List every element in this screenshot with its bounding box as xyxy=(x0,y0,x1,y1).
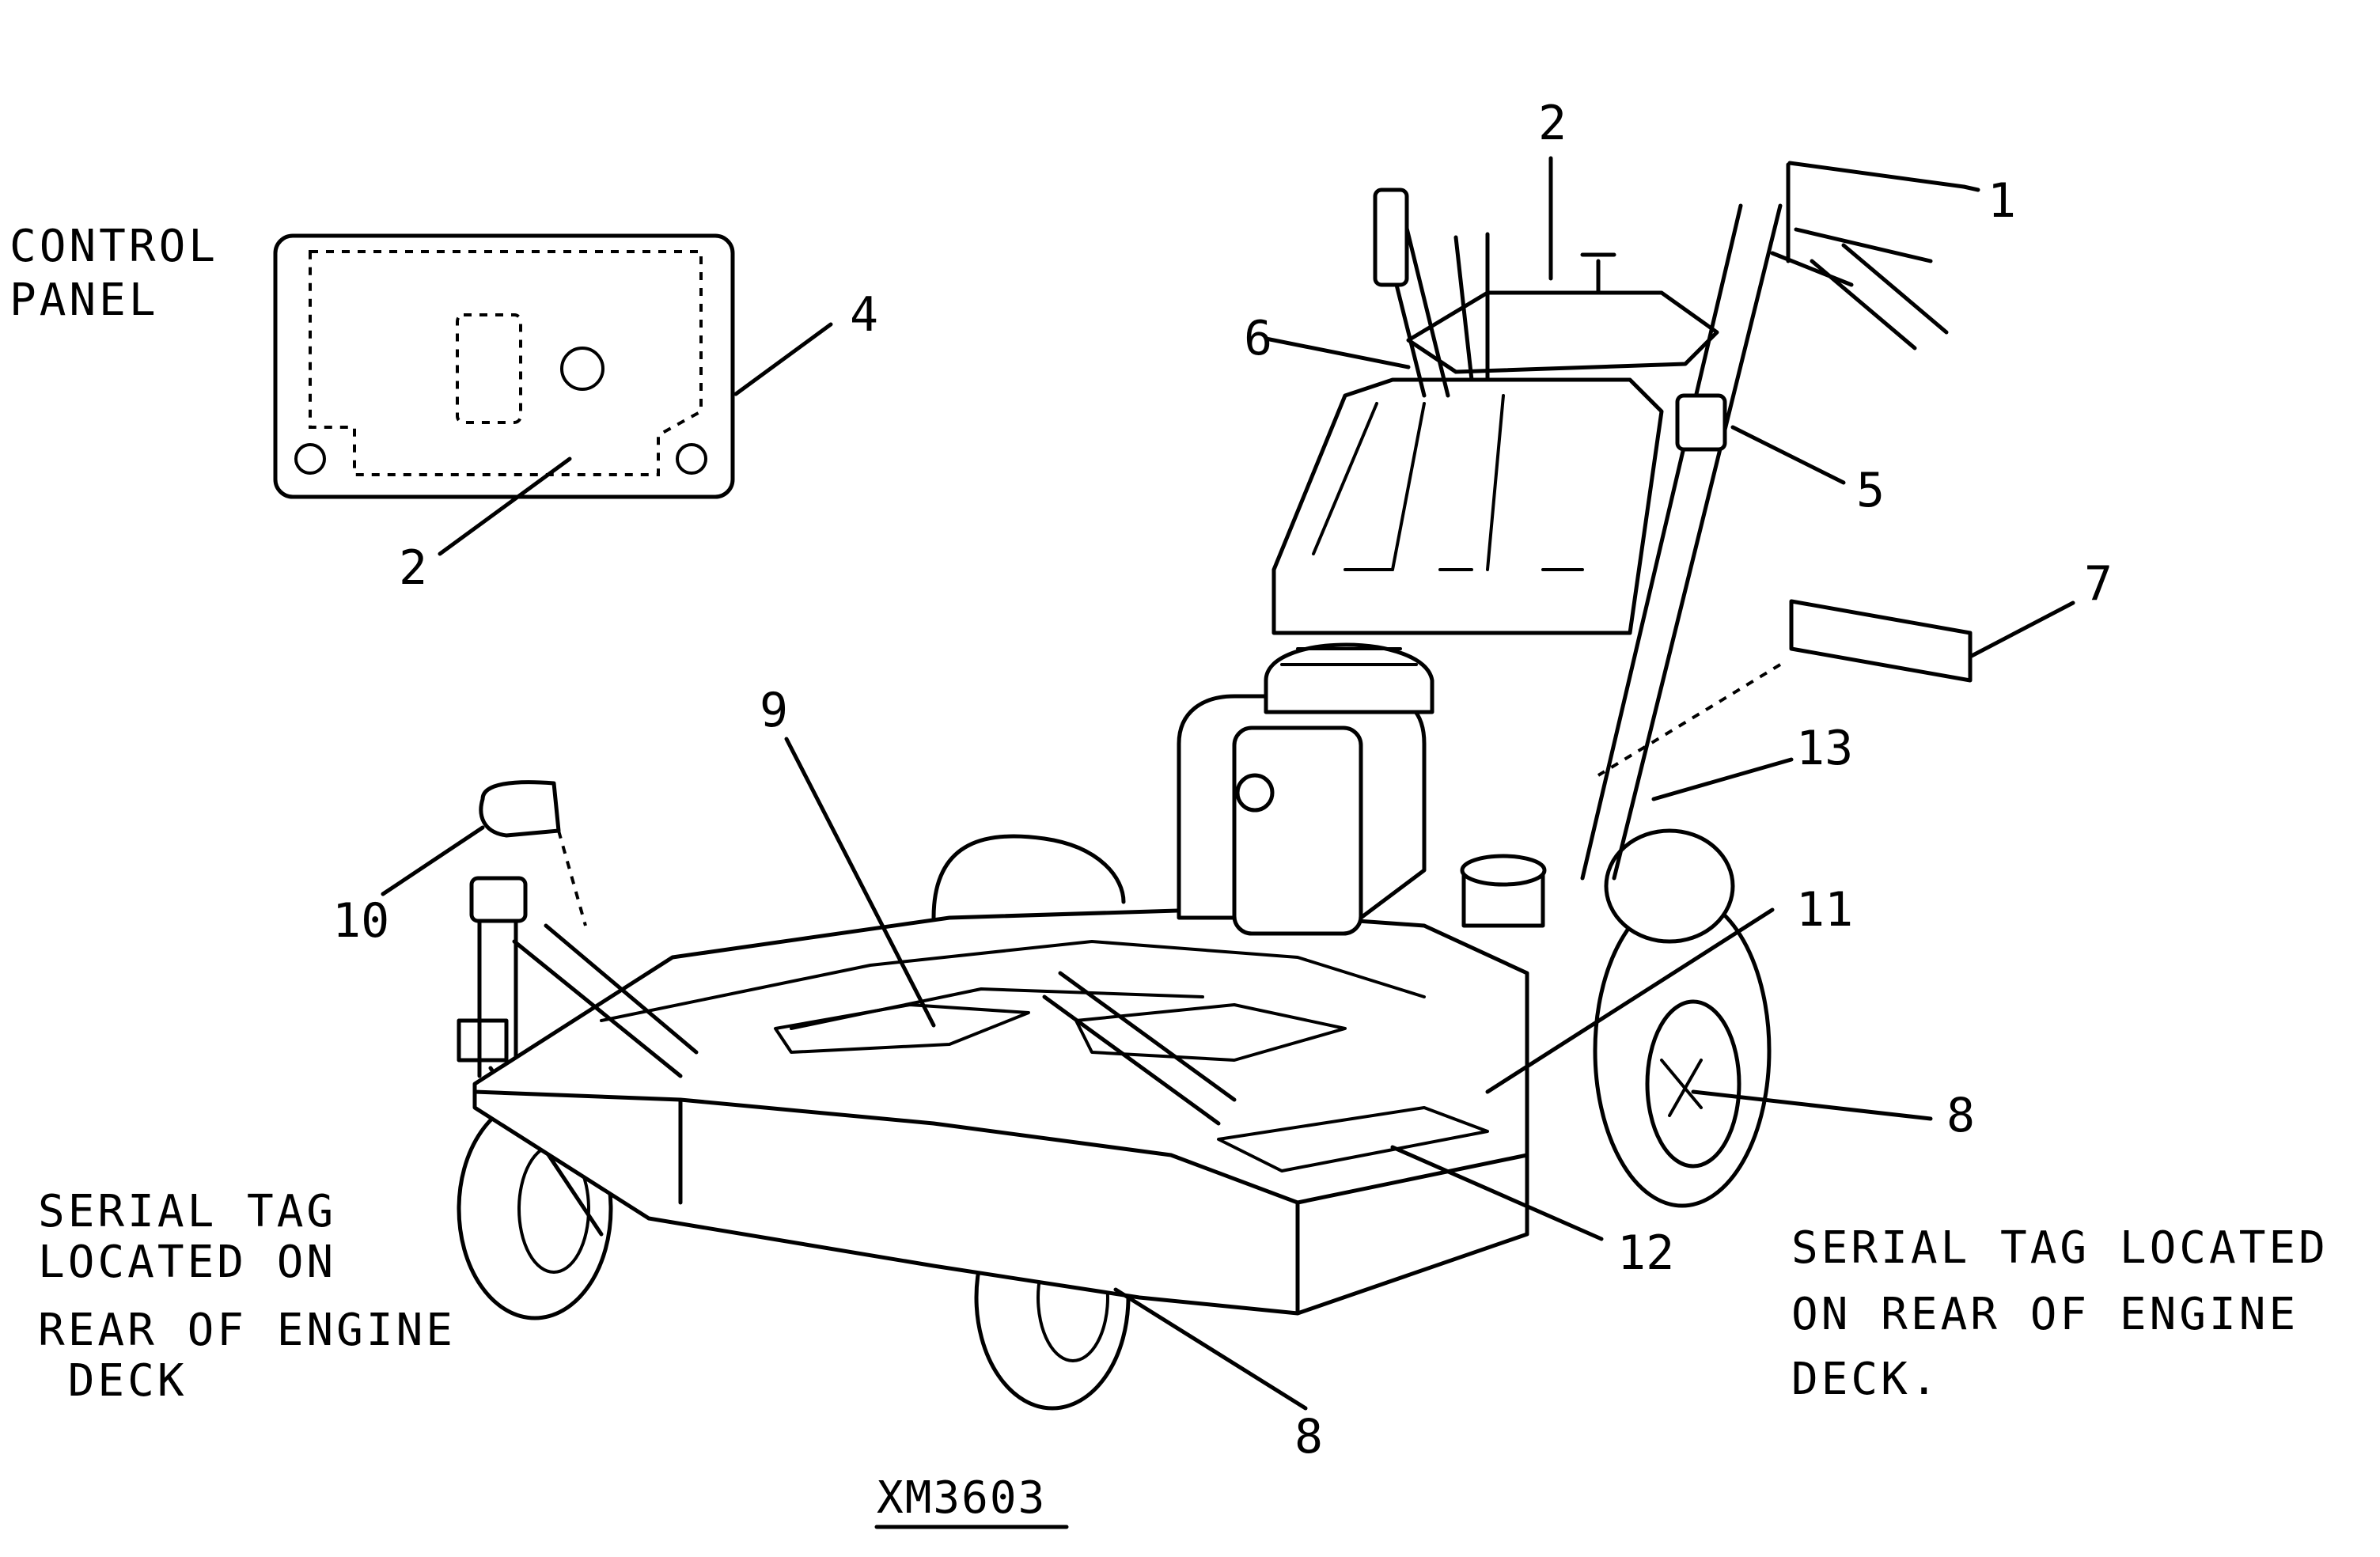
cutting-deck xyxy=(472,907,1529,1316)
rear-drive-wheel-left xyxy=(931,834,1126,920)
callout-2-top: 2 xyxy=(1538,96,1567,151)
callout-4: 4 xyxy=(850,287,878,343)
callout-8-right: 8 xyxy=(1946,1088,1975,1143)
serial-tag-note-left: SERIAL TAG LOCATED ON REAR OF ENGINE DEC… xyxy=(38,1186,456,1407)
callout-10: 10 xyxy=(332,893,389,949)
control-panel-title-line2: PANEL xyxy=(9,275,159,326)
callout-8-front: 8 xyxy=(1294,1409,1323,1464)
rear-drive-wheel xyxy=(1593,828,1772,1208)
control-panel-outline xyxy=(273,233,735,499)
leader-lines xyxy=(381,156,2075,1411)
serial-tag-note-right: SERIAL TAG LOCATED ON REAR OF ENGINE DEC… xyxy=(1791,1222,2329,1405)
note-left-line2: LOCATED ON xyxy=(38,1237,336,1288)
note-left-line3: REAR OF ENGINE xyxy=(38,1305,456,1356)
note-right-line3: DECK. xyxy=(1791,1354,1941,1405)
callout-6: 6 xyxy=(1244,311,1272,366)
callout-5: 5 xyxy=(1856,463,1885,518)
callout-13: 13 xyxy=(1796,721,1853,776)
figure-id: XM3603 xyxy=(874,1472,1069,1529)
control-panel-decal xyxy=(309,250,703,476)
note-right-line2: ON REAR OF ENGINE xyxy=(1791,1289,2299,1340)
mower-illustration xyxy=(457,161,1973,1411)
control-panel-screw-right xyxy=(676,443,707,475)
control-panel-inset: CONTROL PANEL xyxy=(9,221,735,499)
decal-7 xyxy=(1789,599,1973,683)
callout-1: 1 xyxy=(1988,173,2016,229)
callout-9: 9 xyxy=(760,683,788,738)
callout-numbers: 1 2 2 4 5 6 7 8 8 9 10 11 12 13 xyxy=(332,96,2113,1464)
fuel-tank-housing xyxy=(1271,252,1719,635)
callout-2-panel: 2 xyxy=(399,540,427,596)
callout-12: 12 xyxy=(1617,1226,1674,1281)
figure-id-text: XM3603 xyxy=(877,1472,1046,1524)
handlebars xyxy=(1373,161,1966,881)
control-panel-title-line1: CONTROL xyxy=(9,221,218,272)
decal-10 xyxy=(479,780,561,838)
note-left-line4: DECK xyxy=(38,1355,188,1407)
note-right-line1: SERIAL TAG LOCATED xyxy=(1791,1222,2329,1274)
note-left-line1: SERIAL TAG xyxy=(38,1186,336,1237)
control-panel-throttle-slot xyxy=(456,313,522,424)
control-panel-knob xyxy=(560,347,604,391)
callout-7: 7 xyxy=(2084,556,2113,612)
callout-11: 11 xyxy=(1796,882,1853,938)
control-panel-screw-left xyxy=(294,443,326,475)
engine xyxy=(1177,642,1547,936)
